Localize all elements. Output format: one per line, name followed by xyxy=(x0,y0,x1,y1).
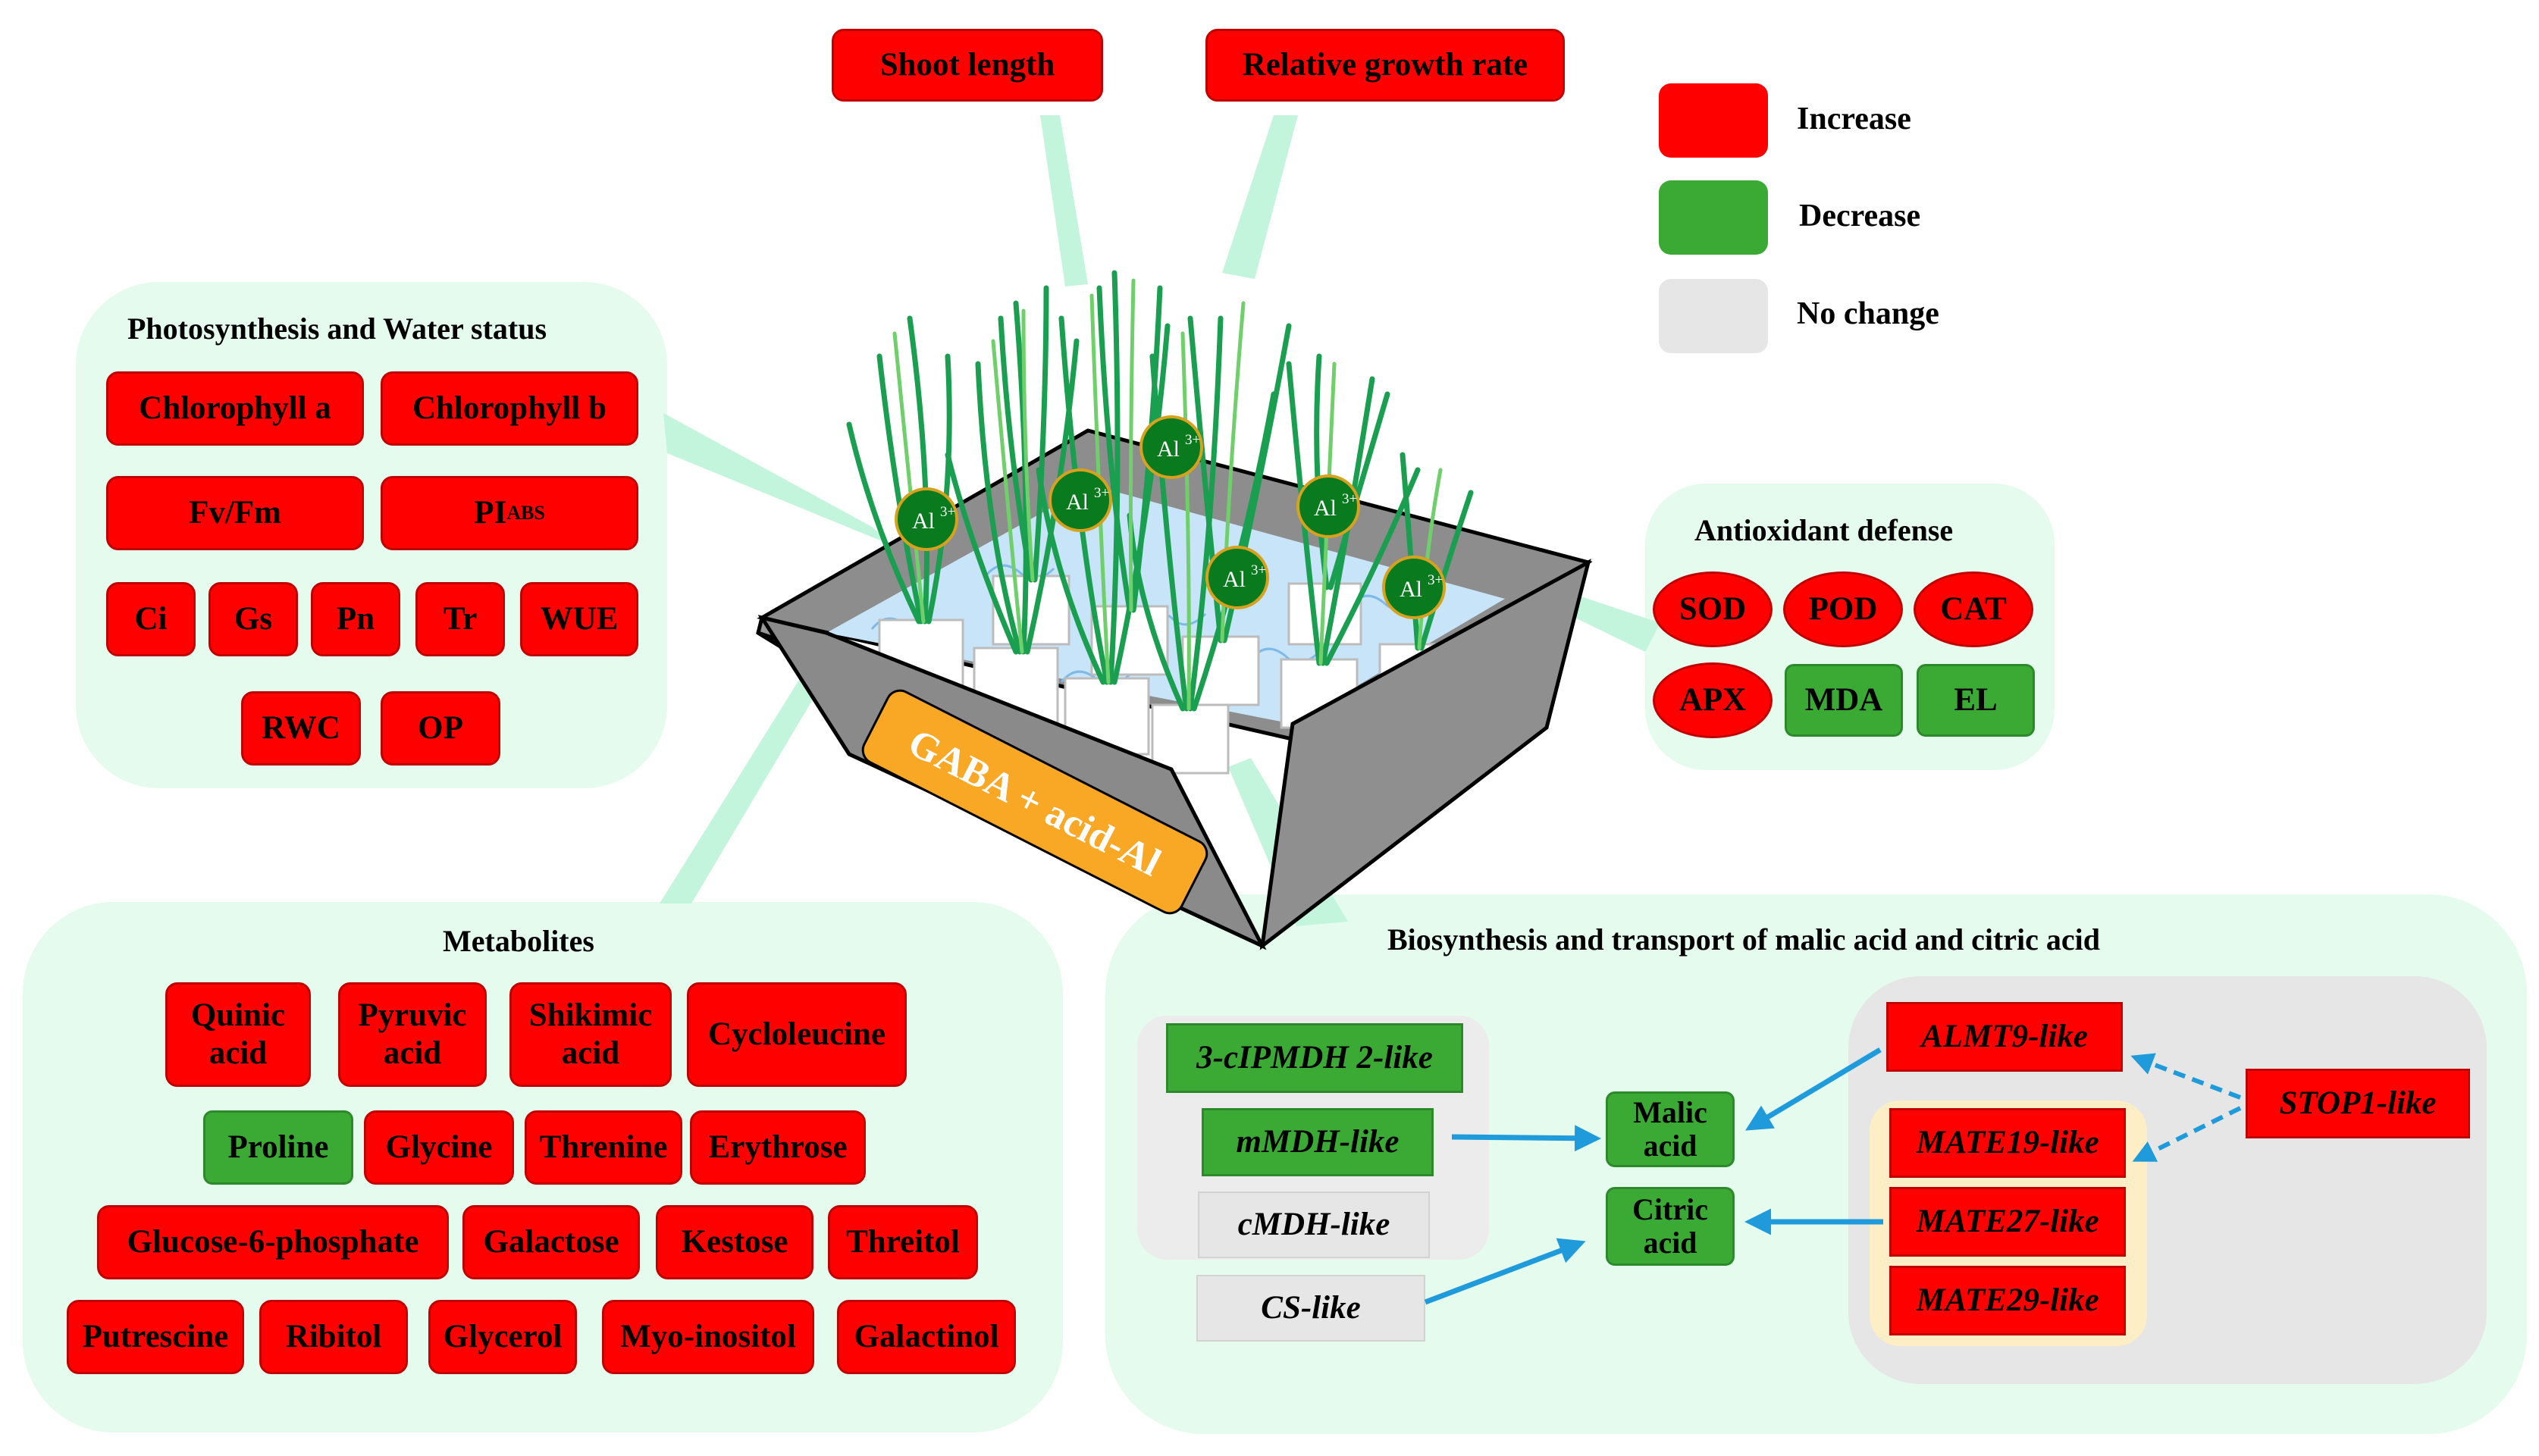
container-right-wall xyxy=(1259,559,1591,950)
tr-box: Tr xyxy=(415,582,505,656)
quinic-line-1: Quinic xyxy=(190,997,286,1033)
legend-label-no-change: No change xyxy=(1797,296,1939,331)
svg-text:Al: Al xyxy=(912,509,935,534)
quinic-acid-box: Quinic acid xyxy=(165,982,311,1087)
legend-swatch-no-change xyxy=(1659,279,1768,353)
al-ion: Al 3+ xyxy=(1382,556,1446,619)
svg-text:3+: 3+ xyxy=(1428,572,1443,588)
stop1-like-box: STOP1-like xyxy=(2246,1069,2470,1138)
pyruvic-line-1: Pyruvic xyxy=(358,997,467,1033)
threitol-box: Threitol xyxy=(828,1205,978,1279)
citric-acid-box: Citric acid xyxy=(1606,1187,1735,1266)
al-ion: Al 3+ xyxy=(1296,474,1360,538)
cmdh-like-box: cMDH-like xyxy=(1198,1191,1430,1258)
pyruvic-acid-box: Pyruvic acid xyxy=(338,982,487,1087)
erythrose-box: Erythrose xyxy=(690,1110,866,1185)
fvfm-box: Fv/Fm xyxy=(106,476,364,550)
al-ion: Al 3+ xyxy=(1205,546,1269,609)
mate19-like-box: MATE19-like xyxy=(1889,1108,2126,1178)
myo-inositol-box: Myo-inositol xyxy=(602,1300,814,1374)
svg-text:3+: 3+ xyxy=(1251,562,1266,578)
malic-line-1: Malic xyxy=(1633,1095,1707,1129)
sod-oval: SOD xyxy=(1653,571,1773,647)
al-ion: Al 3+ xyxy=(1139,415,1203,479)
svg-text:Al: Al xyxy=(1400,577,1422,602)
al-ion: Al 3+ xyxy=(895,487,958,551)
callout-shoot-length xyxy=(1040,115,1088,287)
pn-box: Pn xyxy=(311,582,400,656)
shikimic-line-1: Shikimic xyxy=(528,997,653,1033)
shikimic-acid-box: Shikimic acid xyxy=(509,982,672,1087)
cycloleucine-box: Cycloleucine xyxy=(687,982,907,1087)
mda-box: MDA xyxy=(1785,664,1903,737)
pi-subscript: ABS xyxy=(506,502,545,524)
putrescine-box: Putrescine xyxy=(67,1300,244,1374)
svg-text:Al: Al xyxy=(1223,567,1246,592)
antioxidant-title: Antioxidant defense xyxy=(1694,513,1954,547)
callout-growth-rate xyxy=(1222,115,1298,279)
mate27-like-box: MATE27-like xyxy=(1889,1187,2126,1257)
svg-text:3+: 3+ xyxy=(940,504,955,520)
mate29-like-box: MATE29-like xyxy=(1889,1266,2126,1335)
wue-box: WUE xyxy=(520,582,638,656)
almt9-like-box: ALMT9-like xyxy=(1886,1002,2123,1072)
malic-acid-box: Malic acid xyxy=(1606,1091,1735,1167)
chlorophyll-a-box: Chlorophyll a xyxy=(106,371,364,446)
pi-label: PI xyxy=(474,495,507,531)
svg-text:Al: Al xyxy=(1066,490,1089,515)
callout-photosynthesis xyxy=(663,413,893,546)
svg-text:3+: 3+ xyxy=(1185,432,1200,448)
proline-box: Proline xyxy=(203,1110,353,1185)
3-cipmdh-2-like-box: 3-cIPMDH 2-like xyxy=(1166,1023,1463,1093)
al-ions: Al 3+ Al 3+ Al 3+ Al 3+ Al 3+ Al 3+ xyxy=(895,415,1446,619)
svg-text:3+: 3+ xyxy=(1094,485,1109,501)
gs-box: Gs xyxy=(208,582,298,656)
glycine-box: Glycine xyxy=(364,1110,514,1185)
biosynthesis-title: Biosynthesis and transport of malic acid… xyxy=(1387,922,2101,957)
pod-oval: POD xyxy=(1783,571,1903,647)
svg-text:Al: Al xyxy=(1314,496,1337,521)
malic-line-2: acid xyxy=(1643,1129,1697,1163)
citric-line-1: Citric xyxy=(1632,1192,1708,1226)
legend-label-decrease: Decrease xyxy=(1799,199,1921,233)
op-box: OP xyxy=(381,691,500,766)
galactose-box: Galactose xyxy=(462,1205,640,1279)
glucose-6-phosphate-box: Glucose-6-phosphate xyxy=(97,1205,449,1279)
shoot-length-box: Shoot length xyxy=(832,29,1103,102)
kestose-box: Kestose xyxy=(656,1205,813,1279)
ci-box: Ci xyxy=(106,582,196,656)
galactinol-box: Galactinol xyxy=(837,1300,1016,1374)
svg-text:3+: 3+ xyxy=(1342,491,1357,507)
el-box: EL xyxy=(1917,664,2035,737)
threnine-box: Threnine xyxy=(525,1110,682,1185)
cs-like-box: CS-like xyxy=(1196,1275,1425,1342)
chlorophyll-b-box: Chlorophyll b xyxy=(381,371,638,446)
mmdh-like-box: mMDH-like xyxy=(1202,1108,1434,1176)
legend-swatch-increase xyxy=(1659,83,1768,158)
shikimic-line-2: acid xyxy=(561,1035,620,1071)
legend-label-increase: Increase xyxy=(1797,102,1911,136)
rwc-box: RWC xyxy=(241,691,361,766)
cat-oval: CAT xyxy=(1914,571,2033,647)
relative-growth-rate-box: Relative growth rate xyxy=(1205,29,1565,102)
al-ion: Al 3+ xyxy=(1049,468,1112,532)
grass-blades xyxy=(846,270,1474,712)
ribitol-box: Ribitol xyxy=(259,1300,408,1374)
glycerol-box: Glycerol xyxy=(428,1300,577,1374)
metabolites-title: Metabolites xyxy=(443,924,594,958)
apx-oval: APX xyxy=(1653,662,1773,738)
pyruvic-line-2: acid xyxy=(383,1035,442,1071)
quinic-line-2: acid xyxy=(208,1035,268,1071)
legend-swatch-decrease xyxy=(1659,180,1768,255)
photosynthesis-title: Photosynthesis and Water status xyxy=(127,312,547,346)
svg-text:Al: Al xyxy=(1157,437,1180,462)
citric-line-2: acid xyxy=(1643,1226,1697,1260)
